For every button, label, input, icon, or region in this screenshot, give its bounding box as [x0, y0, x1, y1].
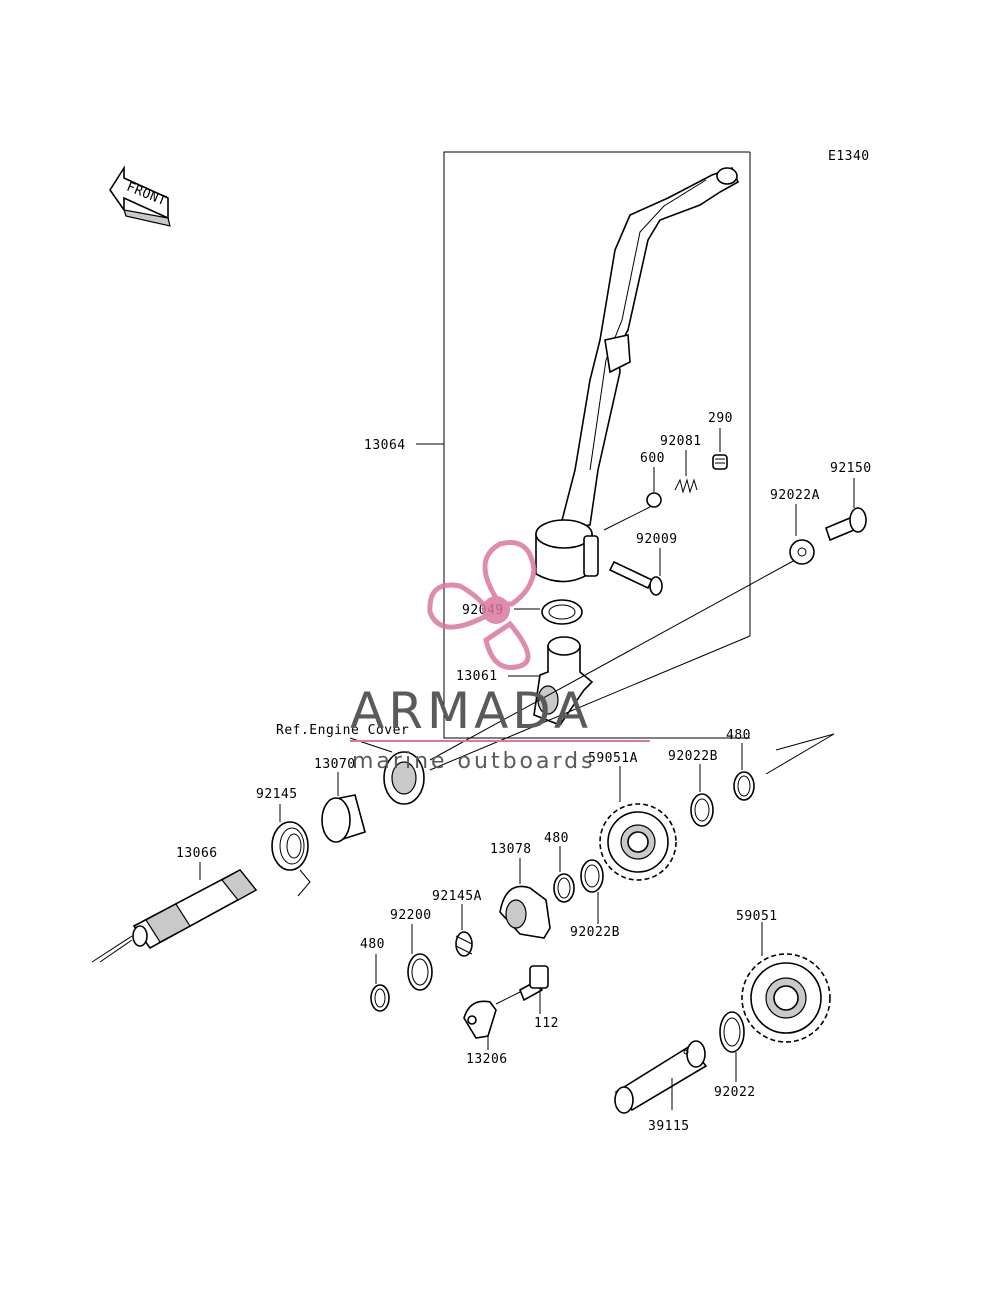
label-92145: 92145 [256, 787, 298, 802]
armada-watermark: ARMADA marine outboards [350, 540, 650, 774]
part-480c [370, 954, 390, 1012]
part-13078 [499, 858, 551, 939]
part-92200 [407, 924, 433, 991]
label-39115: 39115 [648, 1119, 690, 1134]
part-92049 [514, 599, 583, 625]
label-13206: 13206 [466, 1052, 508, 1067]
label-13078: 13078 [490, 842, 532, 857]
label-92022B-top: 92022B [668, 749, 718, 764]
label-92145A: 92145A [432, 889, 482, 904]
part-13061 [508, 636, 594, 726]
cover-seal [383, 751, 425, 805]
part-112 [518, 965, 549, 1014]
reference-label: Ref.Engine Cover [276, 723, 409, 738]
label-480c: 480 [360, 937, 385, 952]
assembly-bracket [416, 151, 751, 739]
label-92022: 92022 [714, 1085, 756, 1100]
watermark-tagline: marine outboards [352, 749, 596, 774]
part-290 [712, 428, 728, 470]
label-13070: 13070 [314, 757, 356, 772]
watermark-brand: ARMADA [350, 682, 592, 740]
label-13061: 13061 [456, 669, 498, 684]
part-59051 [741, 922, 831, 1043]
part-92022 [719, 1011, 745, 1082]
axis-line-lower [429, 635, 751, 771]
label-92200: 92200 [390, 908, 432, 923]
kick-lever [535, 166, 740, 583]
diagram-code: E1340 [828, 149, 870, 164]
label-92150: 92150 [830, 461, 872, 476]
part-92145A [455, 904, 473, 957]
part-92022B-low [580, 859, 604, 924]
part-13066 [91, 862, 258, 963]
label-112: 112 [534, 1016, 559, 1031]
part-59051A [599, 766, 677, 881]
label-92009: 92009 [636, 532, 678, 547]
part-92150 [825, 478, 867, 542]
label-92022B-low: 92022B [570, 925, 620, 940]
front-arrow-icon: FRONT [109, 165, 171, 227]
part-480b [553, 846, 575, 903]
part-13070 [321, 772, 366, 843]
label-13066: 13066 [176, 846, 218, 861]
label-92022A: 92022A [770, 488, 820, 503]
label-59051: 59051 [736, 909, 778, 924]
label-480b: 480 [544, 831, 569, 846]
label-13064: 13064 [364, 438, 406, 453]
part-13206 [463, 991, 521, 1050]
axis-line-upper [429, 559, 796, 761]
part-92009 [608, 548, 663, 596]
part-600 [603, 467, 662, 531]
part-92022B-top [690, 764, 714, 827]
part-480a [733, 733, 835, 801]
part-92081 [674, 450, 698, 494]
label-59051A: 59051A [588, 751, 638, 766]
part-92022A [789, 504, 815, 565]
label-92081: 92081 [660, 434, 702, 449]
label-290: 290 [708, 411, 733, 426]
label-480a: 480 [726, 728, 751, 743]
part-92145 [271, 804, 311, 897]
propeller-logo-icon [427, 540, 537, 670]
label-600: 600 [640, 451, 665, 466]
part-39115 [614, 1040, 708, 1114]
